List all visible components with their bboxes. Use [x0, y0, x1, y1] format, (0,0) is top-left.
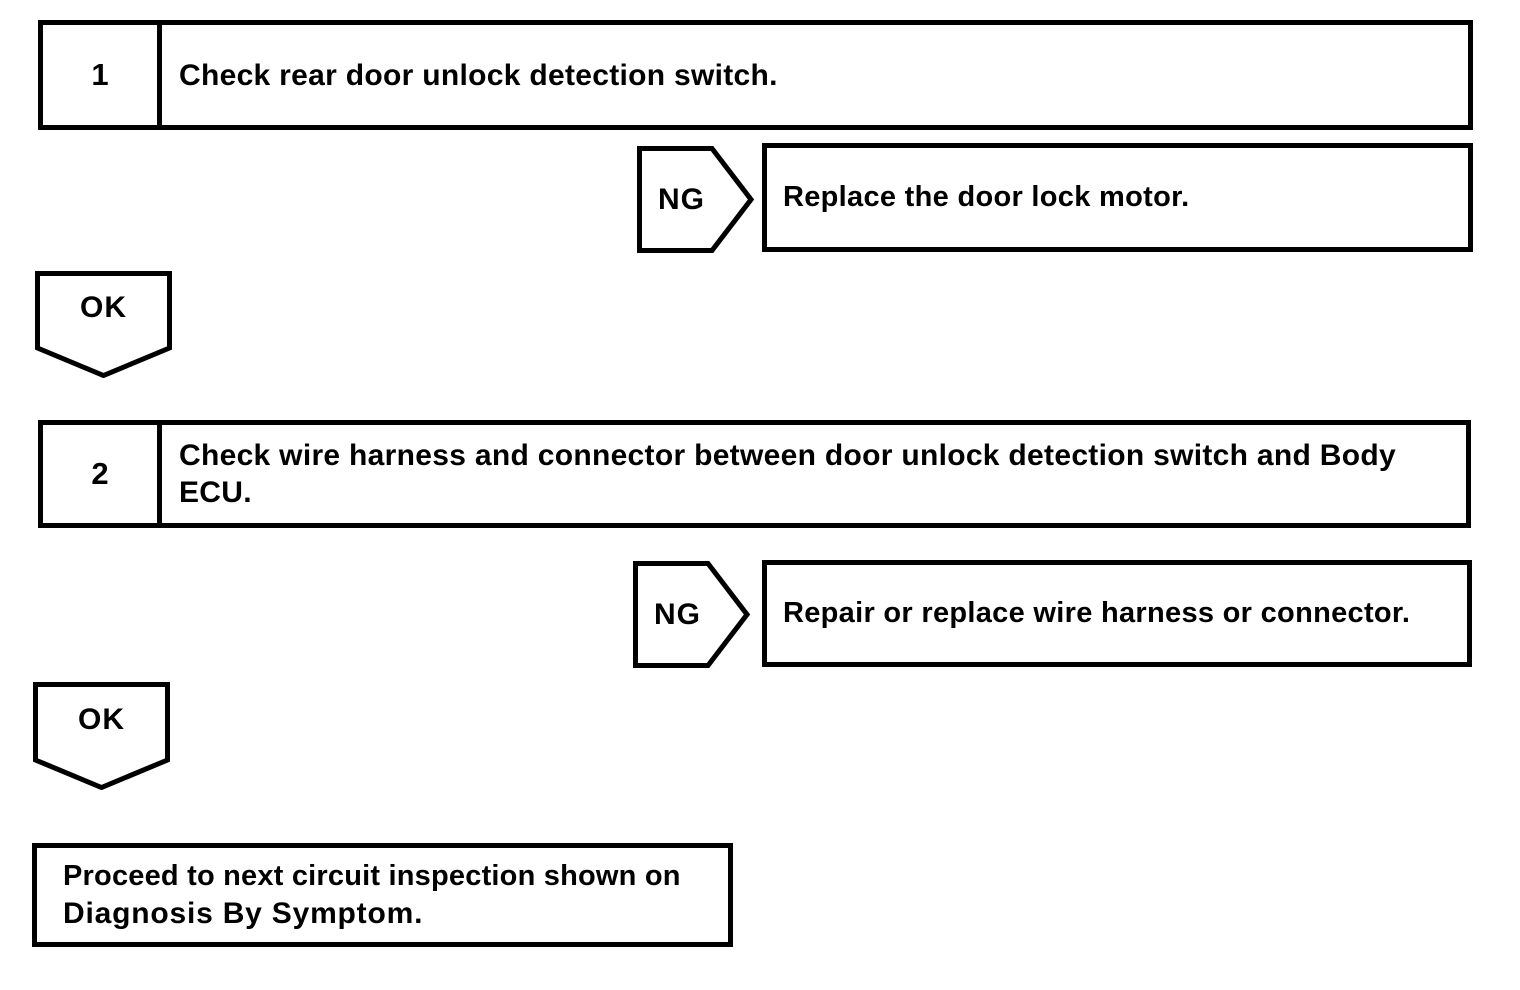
ng-pentagon-icon: [633, 561, 750, 668]
ng-result-box-1: Replace the door lock motor.: [762, 143, 1473, 252]
ng-result-2-text: Repair or replace wire harness or connec…: [783, 597, 1411, 629]
final-instruction-line-2: Diagnosis By Symptom.: [63, 897, 424, 930]
ng-result-1-text: Replace the door lock motor.: [783, 181, 1190, 213]
step-1-box: 1 Check rear door unlock detection switc…: [38, 20, 1473, 130]
ok-arrow-1-label: OK: [80, 291, 127, 325]
ng-arrow-1-label: NG: [657, 182, 705, 216]
ok-arrow-2-label: OK: [78, 702, 125, 736]
step-2-instruction-text: Check wire harness and connector between…: [179, 439, 1396, 509]
ng-result-box-2: Repair or replace wire harness or connec…: [762, 560, 1472, 667]
step-2-instruction: Check wire harness and connector between…: [162, 425, 1466, 523]
ng-pentagon-icon: [637, 146, 754, 253]
final-instruction-box: Proceed to next circuit inspection shown…: [32, 843, 733, 947]
ok-pentagon-icon: [33, 682, 170, 790]
ok-arrow-2: OK: [33, 682, 170, 790]
step-2-box: 2 Check wire harness and connector betwe…: [38, 420, 1471, 528]
ng-arrow-2: NG: [633, 561, 750, 668]
ng-arrow-2-label: NG: [653, 597, 701, 631]
ok-arrow-1: OK: [35, 271, 172, 378]
final-instruction-line-1: Proceed to next circuit inspection shown…: [63, 860, 681, 892]
step-1-instruction: Check rear door unlock detection switch.: [162, 25, 1468, 125]
step-1-instruction-text: Check rear door unlock detection switch.: [179, 58, 778, 92]
step-2-number: 2: [43, 425, 162, 523]
ok-pentagon-icon: [35, 271, 172, 378]
step-1-number: 1: [43, 25, 162, 125]
ng-arrow-1: NG: [637, 146, 754, 253]
